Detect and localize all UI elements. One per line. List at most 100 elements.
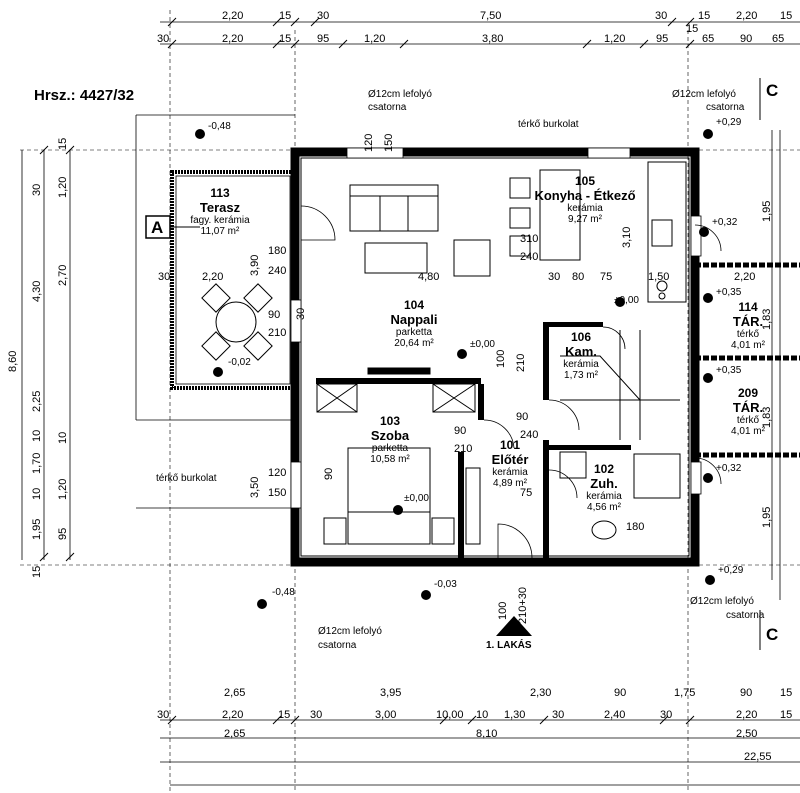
dim-label: 15 [780,10,793,22]
room-finish: parketta [371,443,409,454]
dim-label: 2,20 [222,10,244,22]
room-number: 101 [499,438,521,452]
dim-label: 180 [268,245,287,257]
room-area: 4,01 m² [731,426,765,437]
room-name: Terasz [199,200,241,215]
room-area: 4,56 m² [587,502,621,513]
dim-label: 240 [520,251,539,263]
gutter-note: Ø12cm lefolyó [690,596,754,607]
dim-label: 90 [516,411,529,423]
dim-label: 2,20 [736,709,758,721]
dim-label: 120 [268,467,287,479]
dim-label: 15 [279,33,292,45]
dim-label: 90 [323,467,335,480]
dim-label: 2,20 [736,10,758,22]
gutter-note: Ø12cm lefolyó [318,626,382,637]
dim-label: 2,20 [202,271,224,283]
dim-label: 30 [548,271,561,283]
paving-note: térkő burkolat [156,473,217,484]
dim-label: 15 [686,23,699,35]
room-106: 106 Kam. kerámia 1,73 m² [556,330,606,381]
dim-label: 2,70 [57,264,69,286]
gutter-note-2: csatorna [318,640,357,651]
parcel-number: Hrsz.: 4427/32 [34,87,135,104]
room-area: 9,27 m² [568,214,602,225]
dim-label: 30 [295,307,307,320]
dim-label: 30 [310,709,323,721]
doors [300,205,722,559]
room-area: 10,58 m² [370,454,410,465]
dim-label: 65 [702,33,715,45]
room-area: 20,64 m² [394,338,434,349]
gutter-note-2: csatorna [368,102,407,113]
dim-label: 30 [655,10,668,22]
dim-label: 2,20 [734,271,756,283]
room-name: Szoba [370,428,410,443]
dimension-lines [21,21,800,786]
furniture [201,161,687,545]
room-finish: kerámia [567,203,603,214]
closets [316,383,481,545]
room-number: 104 [403,298,425,312]
room-name: Nappali [390,312,438,327]
gutter-note: Ø12cm lefolyó [672,89,736,100]
dim-label: 240 [268,265,287,277]
level-value: ±0,00 [470,339,495,350]
dim-label: 30 [660,709,673,721]
dim-label: 15 [57,137,69,150]
dim-label: 2,65 [224,687,246,699]
level-value: -0,03 [434,579,457,590]
dim-label: 1,95 [31,518,43,540]
room-101: 101 Előtér kerámia 4,89 m² [482,438,538,489]
dim-label: 90 [740,33,753,45]
paving-note: térkő burkolat [518,119,579,130]
dim-label: 30 [317,10,330,22]
entrance-arrow [496,616,532,636]
dim-label: 3,95 [380,687,402,699]
dim-label: 2,20 [222,33,244,45]
room-name: Zuh. [590,476,618,491]
level-value: +0,35 [716,287,742,298]
section-label-a: A [151,218,164,237]
dim-label: 240 [520,429,539,441]
dim-label: 15 [698,10,711,22]
dim-label: 150 [268,487,287,499]
dim-label: 1,83 [761,406,773,428]
room-name: TÁR. [732,400,764,415]
room-name: Előtér [491,452,529,467]
dim-label: 30 [31,183,43,196]
dim-label: 100 [495,349,507,368]
dim-label: 210 [268,327,287,339]
level-value: +0,32 [716,463,742,474]
dim-label: 2,25 [31,390,43,412]
room-finish: kerámia [586,491,622,502]
windows [290,147,702,509]
dim-label: 15 [278,709,291,721]
level-value: -0,48 [272,587,295,598]
room-number: 106 [570,330,592,344]
dim-label: 1,20 [604,33,626,45]
room-number: 102 [593,462,615,476]
dim-label: 120 [363,133,375,152]
dim-label: 15 [780,687,793,699]
room-number: 105 [574,174,596,188]
dimension-ticks [39,17,695,725]
dim-label: 10 [476,709,489,721]
dim-label: 4,80 [418,271,440,283]
dim-label: 8,10 [476,728,498,740]
dim-label: 1,83 [761,308,773,330]
dim-label: 150 [383,133,395,152]
dim-label: 90 [740,687,753,699]
dim-label: 10 [31,487,43,500]
dim-label: 210 [515,353,527,372]
room-number: 103 [379,414,401,428]
dim-label: 1,20 [364,33,386,45]
dim-label: 65 [772,33,785,45]
dim-label: 210 [454,443,473,455]
dim-label: 310 [520,233,539,245]
dim-label: 30 [157,709,170,721]
dim-label: 2,50 [736,728,758,740]
dim-label: 90 [614,687,627,699]
dim-label: 2,65 [224,728,246,740]
